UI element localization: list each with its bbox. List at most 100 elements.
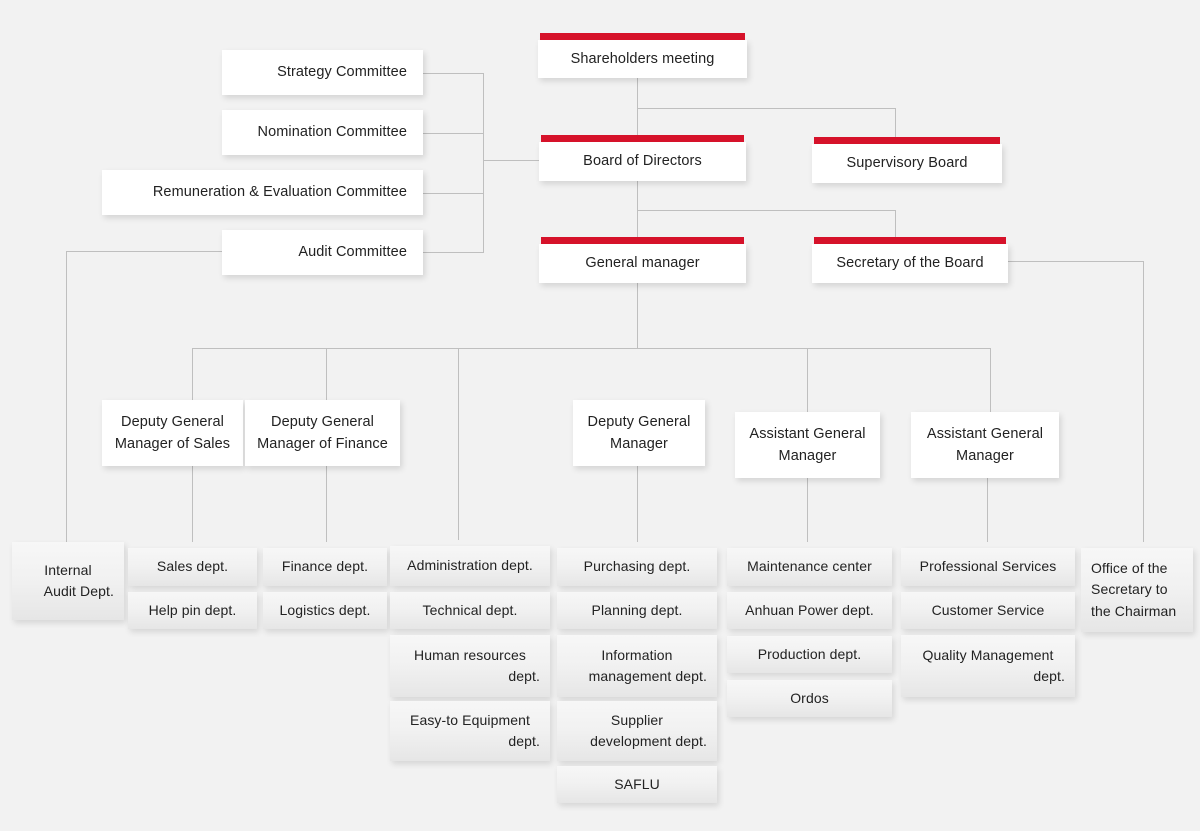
node-label-line3: the Chairman xyxy=(1091,602,1177,619)
node-shareholders-meeting[interactable]: Shareholders meeting xyxy=(538,33,747,78)
node-label-line2: Manager of Finance xyxy=(257,436,388,452)
node-quality-management-dept[interactable]: Quality Management dept. xyxy=(901,635,1075,697)
connector-supervisory-down xyxy=(895,108,896,141)
node-board-of-directors[interactable]: Board of Directors xyxy=(539,135,746,181)
node-label-line2: dept. xyxy=(508,733,540,749)
node-ordos[interactable]: Ordos xyxy=(727,680,892,717)
node-audit-committee[interactable]: Audit Committee xyxy=(222,230,423,275)
node-label: Board of Directors xyxy=(583,153,702,170)
node-label-line2: development dept. xyxy=(590,733,707,749)
connector-finance-to-dept xyxy=(326,465,327,542)
connector-committee-spine xyxy=(483,73,484,253)
node-technical-dept[interactable]: Technical dept. xyxy=(390,592,550,629)
connector-agm1-to-dept xyxy=(807,477,808,542)
node-professional-services[interactable]: Professional Services xyxy=(901,548,1075,586)
node-label-line1: Internal xyxy=(44,561,92,578)
node-label-line1: Deputy General xyxy=(121,413,224,430)
node-label: Anhuan Power dept. xyxy=(745,601,874,618)
node-label: Supervisory Board xyxy=(846,155,968,172)
node-planning-dept[interactable]: Planning dept. xyxy=(557,592,717,629)
node-label: Customer Service xyxy=(931,601,1045,618)
connector-board-to-secretary xyxy=(637,210,896,211)
node-label: Administration dept. xyxy=(407,557,533,574)
connector-secretary-down xyxy=(895,210,896,243)
connector-committee-to-board xyxy=(483,160,539,161)
node-supplier-development-dept[interactable]: Supplier development dept. xyxy=(557,701,717,761)
node-label: Finance dept. xyxy=(281,558,369,575)
node-human-resources-dept[interactable]: Human resources dept. xyxy=(390,635,550,697)
node-label-line2: Secretary to xyxy=(1091,581,1168,598)
node-easy-to-equipment-dept[interactable]: Easy-to Equipment dept. xyxy=(390,701,550,761)
red-cap-bar xyxy=(541,237,744,244)
node-strategy-committee[interactable]: Strategy Committee xyxy=(222,50,423,95)
node-label: Shareholders meeting xyxy=(570,50,715,67)
node-label: Nomination Committee xyxy=(257,124,407,141)
connector-manager-bus xyxy=(192,348,991,349)
node-label: Production dept. xyxy=(757,645,862,662)
node-office-of-the-secretary-to-the-chairman[interactable]: Office of the Secretary to the Chairman xyxy=(1081,548,1193,632)
node-label: Help pin dept. xyxy=(148,601,237,618)
node-saflu[interactable]: SAFLU xyxy=(557,766,717,803)
connector-bus-drop-5 xyxy=(990,348,991,422)
node-label-line2: Manager xyxy=(956,448,1014,464)
node-supervisory-board[interactable]: Supervisory Board xyxy=(812,137,1002,183)
connector-committee-nomination xyxy=(423,133,484,134)
red-cap-bar xyxy=(814,237,1006,244)
node-sales-dept[interactable]: Sales dept. xyxy=(128,548,257,586)
node-label: Purchasing dept. xyxy=(583,558,691,575)
node-assistant-general-manager-2[interactable]: Assistant General Manager xyxy=(911,412,1059,478)
connector-committee-audit xyxy=(423,252,484,253)
node-assistant-general-manager-1[interactable]: Assistant General Manager xyxy=(735,412,880,478)
node-administration-dept[interactable]: Administration dept. xyxy=(390,546,550,586)
connector-board-down xyxy=(637,181,638,243)
node-secretary-of-the-board[interactable]: Secretary of the Board xyxy=(812,237,1008,283)
node-finance-dept[interactable]: Finance dept. xyxy=(263,548,387,586)
node-label: SAFLU xyxy=(614,775,660,792)
red-cap-bar xyxy=(814,137,1000,144)
node-internal-audit-dept[interactable]: Internal Audit Dept. xyxy=(12,542,124,620)
node-production-dept[interactable]: Production dept. xyxy=(727,636,892,673)
connector-chairman-rail-vertical xyxy=(1143,261,1144,542)
node-label: General manager xyxy=(585,255,700,272)
node-anhuan-power-dept[interactable]: Anhuan Power dept. xyxy=(727,592,892,629)
connector-shareholders-down xyxy=(637,78,638,160)
node-deputy-general-manager-of-sales[interactable]: Deputy General Manager of Sales xyxy=(102,400,243,466)
node-general-manager[interactable]: General manager xyxy=(539,237,746,283)
connector-bus-drop-2 xyxy=(326,348,327,410)
node-deputy-general-manager[interactable]: Deputy General Manager xyxy=(573,400,705,466)
node-label-line2: Manager xyxy=(778,448,837,464)
connector-dgm-to-dept xyxy=(637,465,638,542)
node-label-line2: Audit Dept. xyxy=(43,583,114,599)
node-deputy-general-manager-of-finance[interactable]: Deputy General Manager of Finance xyxy=(245,400,400,466)
node-label: Secretary of the Board xyxy=(836,255,984,272)
red-cap-bar xyxy=(541,135,744,142)
node-label: Audit Committee xyxy=(298,244,407,261)
node-label-line1: Assistant General xyxy=(749,425,866,442)
node-label-line1: Supplier xyxy=(610,711,664,728)
node-maintenance-center[interactable]: Maintenance center xyxy=(727,548,892,586)
node-label-line1: Assistant General xyxy=(926,425,1044,442)
node-label: Logistics dept. xyxy=(279,601,371,618)
red-cap-bar xyxy=(540,33,745,40)
node-information-management-dept[interactable]: Information management dept. xyxy=(557,635,717,697)
node-label-line1: Information xyxy=(601,646,673,663)
node-label-line2: dept. xyxy=(508,668,540,684)
node-purchasing-dept[interactable]: Purchasing dept. xyxy=(557,548,717,586)
connector-gm-down xyxy=(637,283,638,349)
node-label-line2: management dept. xyxy=(588,668,707,684)
connector-sales-to-dept xyxy=(192,465,193,542)
connector-audit-rail-top xyxy=(66,251,224,252)
connector-chairman-rail-top xyxy=(1007,261,1144,262)
node-label: Strategy Committee xyxy=(277,64,407,81)
node-label: Maintenance center xyxy=(747,558,872,575)
connector-bus-drop-3 xyxy=(458,348,459,540)
node-customer-service[interactable]: Customer Service xyxy=(901,592,1075,629)
node-label-line2: Manager xyxy=(610,436,668,452)
node-help-pin-dept[interactable]: Help pin dept. xyxy=(128,592,257,629)
node-nomination-committee[interactable]: Nomination Committee xyxy=(222,110,423,155)
node-label: Remuneration & Evaluation Committee xyxy=(152,184,407,201)
node-remuneration-evaluation-committee[interactable]: Remuneration & Evaluation Committee xyxy=(102,170,423,215)
node-logistics-dept[interactable]: Logistics dept. xyxy=(263,592,387,629)
node-label-line1: Easy-to Equipment xyxy=(410,711,530,728)
